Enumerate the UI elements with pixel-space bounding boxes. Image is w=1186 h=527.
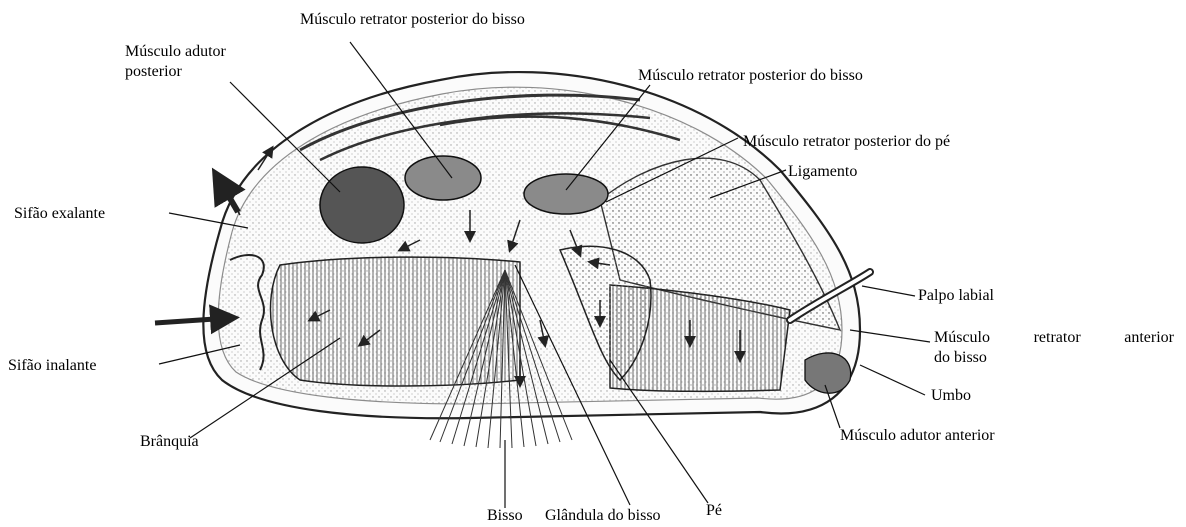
label-posterior-byssal-retractor-top: Músculo retrator posterior do bisso [300, 10, 525, 30]
label-anterior-byssal-retractor: Músculo retrator anterior do bisso [934, 328, 1174, 368]
label-exhalant-siphon: Sifão exalante [14, 204, 105, 224]
label-gill: Brânquia [140, 432, 199, 452]
posterior-pedal-retractor [524, 174, 608, 214]
posterior-adductor-muscle [320, 167, 404, 243]
posterior-byssal-retractor [405, 156, 481, 200]
label-foot: Pé [706, 501, 722, 521]
label-line: posterior [125, 63, 182, 80]
label-word: Músculo [934, 328, 990, 348]
label-byssus: Bisso [487, 506, 523, 526]
label-umbo: Umbo [931, 386, 971, 406]
label-ligament: Ligamento [788, 162, 857, 182]
anterior-adductor [805, 353, 851, 393]
label-inhalant-siphon: Sifão inalante [8, 356, 96, 376]
label-line: Músculo adutor [125, 43, 226, 60]
label-byssal-gland: Glândula do bisso [545, 506, 661, 526]
label-word: anterior [1124, 328, 1174, 348]
label-line: do bisso [934, 349, 987, 366]
label-anterior-adductor: Músculo adutor anterior [840, 426, 995, 446]
label-labial-palp: Palpo labial [918, 286, 994, 306]
label-posterior-adductor: Músculo adutor posterior [125, 42, 245, 82]
label-posterior-pedal-retractor: Músculo retrator posterior do pé [743, 132, 950, 152]
label-posterior-byssal-retractor-right: Músculo retrator posterior do bisso [638, 66, 863, 86]
label-word: retrator [1034, 328, 1081, 348]
